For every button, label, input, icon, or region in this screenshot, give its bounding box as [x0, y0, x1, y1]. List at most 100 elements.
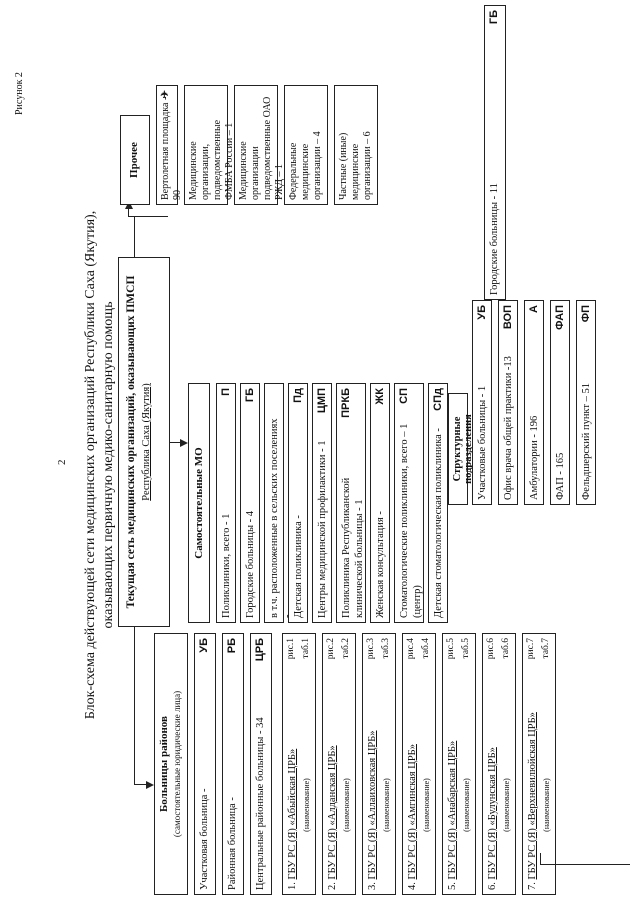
- col2-item-code: ПРКБ: [340, 388, 352, 418]
- col2-item-text: Поликлиника Республиканской клинической …: [341, 477, 365, 618]
- root-box: Текущая сеть медицинских организаций, ок…: [118, 257, 170, 627]
- col3-item: Медицинские организации, подведомственны…: [184, 85, 235, 205]
- crb-item-tab: таб.3: [381, 638, 391, 659]
- col2-item: Детская поликлиника - Пд: [288, 383, 308, 623]
- col2-item-code: Пд: [292, 388, 304, 403]
- col2-item-code: ЖК: [374, 388, 386, 405]
- connector: [128, 215, 168, 217]
- crb-item-caption: (наименование): [342, 778, 351, 832]
- col2-item-text: Поликлиники, всего - 1: [221, 513, 232, 618]
- col2-item-code: ЦМП: [316, 388, 328, 414]
- crb-item-title: ГБУ РС (Я) «Абыйская ЦРБ»: [287, 748, 298, 880]
- col3-item: Федеральные медицинские организации – 4: [284, 85, 328, 205]
- col2-item: Поликлиника Республиканской клинической …: [336, 383, 366, 623]
- crb-item-title: ГБУ РС (Я) «Анабарская ЦРБ»: [447, 740, 458, 880]
- helicopter-icon: ✈: [160, 90, 171, 99]
- col3-item-text: Медицинские организации, подведомственны…: [188, 119, 235, 200]
- struct-item-text: Фельдшерский пункт – 51: [581, 383, 592, 500]
- col1-item: Участковая больница - УБ: [194, 633, 216, 895]
- crb-item-tab: таб.4: [421, 638, 431, 659]
- col1-item: Районная больница -РБ: [222, 633, 244, 895]
- figure-label: Рисунок 2: [14, 72, 25, 115]
- col3-item: Медицинские организации подведомственные…: [234, 85, 285, 205]
- crb-item-tab: таб.5: [461, 638, 471, 659]
- crb-item-caption: (наименование): [502, 778, 511, 832]
- crb-item-caption: (наименование): [302, 778, 311, 832]
- crb-item-title: ГБУ РС (Я) «Верхневилюйская ЦРБ»: [527, 712, 538, 880]
- crb-item-caption: (наименование): [382, 778, 391, 832]
- col3-item-text: Вертолетная площадка - 90: [160, 96, 183, 200]
- col3-item: Частные (иные) медицинские организации –…: [334, 85, 378, 205]
- crb-item-ris: рис.2: [326, 638, 336, 660]
- crb-item-title: ГБУ РС (Я) «Алданская ЦРБ»: [327, 745, 338, 880]
- crb-item-name: 3. ГБУ РС (Я) «Аллаиховская ЦРБ»: [367, 730, 378, 890]
- crb-item-title: ГБУ РС (Я) «Амгинская ЦРБ»: [407, 744, 418, 880]
- struct-item-text: Офис врача общей практики -13: [503, 356, 514, 500]
- col1-item-text: Центральные районные больницы - 34: [255, 717, 266, 890]
- col2-item-text: Городские больницы - 4: [245, 511, 256, 618]
- struct-item-code: ФАП: [554, 305, 566, 330]
- crb-item-caption: (наименование): [462, 778, 471, 832]
- col2-item-text: Центры медицинской профилактики - 1: [317, 440, 328, 618]
- col2-item-text: Детская стоматологическая поликлиника -: [433, 428, 444, 618]
- crb-item-tab: таб.6: [501, 638, 511, 659]
- gb-code: ГБ: [488, 10, 500, 25]
- crb-item-ris: рис.1: [286, 638, 296, 660]
- struct-item-text: Амбулатории - 196: [529, 415, 540, 500]
- gb-text: Городские больницы - 11: [489, 183, 500, 295]
- crb-item: 4. ГБУ РС (Я) «Амгинская ЦРБ»(наименован…: [402, 633, 436, 895]
- crb-item-name: 4. ГБУ РС (Я) «Амгинская ЦРБ»: [407, 744, 418, 890]
- crb-item-name: 7. ГБУ РС (Я) «Верхневилюйская ЦРБ»: [527, 712, 538, 890]
- struct-item-code: А: [528, 305, 540, 313]
- col2-item-text: Детская поликлиника -: [293, 515, 304, 618]
- connector: [134, 627, 136, 785]
- crb-item: 5. ГБУ РС (Я) «Анабарская ЦРБ» (наименова…: [442, 633, 476, 895]
- col1-item-code: РБ: [226, 638, 238, 654]
- col2-item-code: СПд: [432, 388, 444, 411]
- crb-item-title: ГБУ РС (Я) «Аллаиховская ЦРБ»: [367, 730, 378, 880]
- col2-item: Стоматологические поликлиники, всего – 1…: [394, 383, 424, 623]
- crb-item-number: 5.: [447, 879, 458, 890]
- crb-item-number: 2.: [327, 879, 338, 890]
- struct-item: Амбулатории - 196 А: [524, 300, 544, 505]
- struct-item-code: ФП: [580, 305, 592, 323]
- col2-item-code: СП: [398, 388, 410, 404]
- struct-item: Офис врача общей практики -13 ВОП: [498, 300, 518, 505]
- crb-item: 1. ГБУ РС (Я) «Абыйская ЦРБ»(наименовани…: [282, 633, 316, 895]
- crb-item-title: ГБУ РС (Я) «Булунская ЦРБ»: [487, 747, 498, 880]
- struct-item: Фельдшерский пункт – 51 ФП: [576, 300, 596, 505]
- col1-header-sub: (самостоятельные юридические лица): [172, 690, 182, 838]
- crb-item-ris: рис.5: [446, 638, 456, 660]
- gb-row: Городские больницы - 11 ГБ: [484, 5, 506, 300]
- col2-item: Центры медицинской профилактики - 1 ЦМП: [312, 383, 332, 623]
- crb-item: 3. ГБУ РС (Я) «Аллаиховская ЦРБ» (наимено…: [362, 633, 396, 895]
- col1-item-code: УБ: [198, 638, 210, 653]
- struct-item-code: ВОП: [502, 305, 514, 330]
- title-line-2: оказывающих первичную медико-санитарную …: [101, 301, 116, 629]
- crb-item-number: 4.: [407, 879, 418, 890]
- connector: [540, 853, 542, 865]
- col3-item-text: Медицинские организации подведомственные…: [238, 96, 285, 200]
- title-line-1: Блок-схема действующей сети медицинских …: [83, 210, 98, 720]
- struct-header: Структурные подразделения: [448, 393, 474, 505]
- crb-item-number: 3.: [367, 879, 378, 890]
- crb-item: 2. ГБУ РС (Я) «Алданская ЦРБ» (наименован…: [322, 633, 356, 895]
- col1-header-title: Больницы районов: [158, 716, 170, 812]
- arrow-down: [180, 439, 188, 447]
- crb-item-name: 2. ГБУ РС (Я) «Алданская ЦРБ»: [327, 745, 338, 890]
- crb-item: 7. ГБУ РС (Я) «Верхневилюйская ЦРБ»(наим…: [522, 633, 556, 895]
- connector: [540, 863, 630, 865]
- crb-item-number: 6.: [487, 879, 498, 890]
- diagram-title: Блок-схема действующей сети медицинских …: [82, 145, 118, 785]
- crb-item-tab: таб.7: [541, 638, 551, 659]
- col2-item-code: ГБ: [244, 388, 256, 403]
- crb-item-ris: рис.6: [486, 638, 496, 660]
- col1-item-text: Участковая больница -: [199, 788, 210, 891]
- root-line-1: Текущая сеть медицинских организаций, ок…: [125, 275, 137, 609]
- col1-header: Больницы районов (самостоятельные юридич…: [154, 633, 188, 895]
- col2-item: Городские больницы - 4 ГБ: [240, 383, 260, 623]
